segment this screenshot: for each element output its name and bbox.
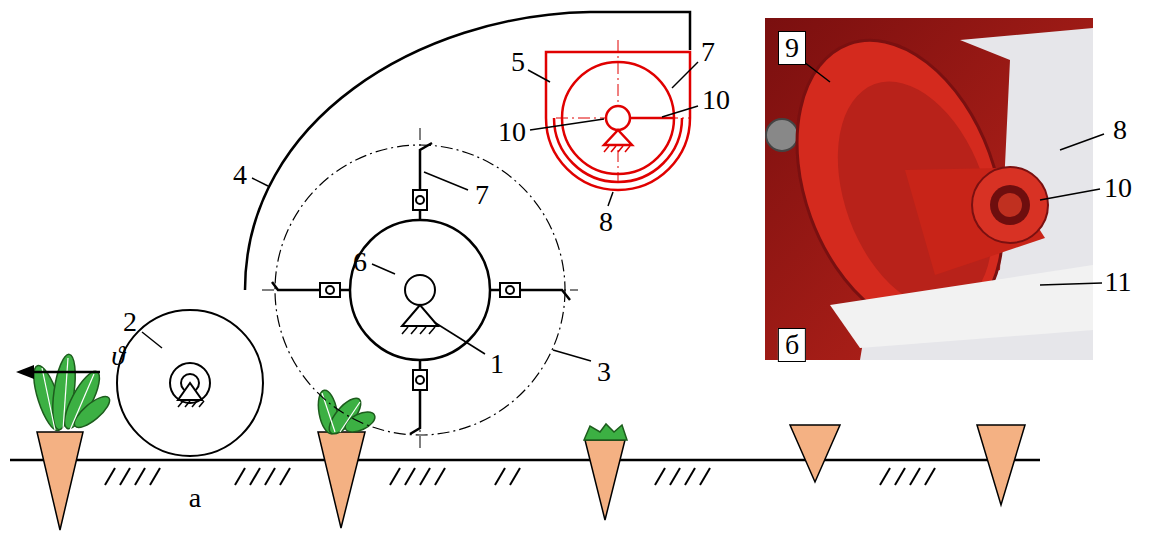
ground bbox=[10, 460, 1040, 485]
callout-number: 5 bbox=[511, 48, 525, 76]
velocity-arrow bbox=[16, 365, 100, 379]
callout-number: 3 bbox=[597, 358, 611, 386]
callout-number: 2 bbox=[123, 308, 137, 336]
callout-number: 4 bbox=[233, 161, 247, 189]
callout-number: 10 bbox=[702, 86, 730, 114]
callout-number: 8 bbox=[599, 208, 613, 236]
callout-number: 10 bbox=[498, 118, 526, 146]
auger-photo bbox=[759, 12, 1093, 360]
callout-number: 10 bbox=[1104, 174, 1132, 202]
callout-number: 7 bbox=[701, 38, 715, 66]
callout-number: 9 bbox=[778, 31, 806, 65]
copying-wheel bbox=[117, 310, 263, 456]
callout-number: 7 bbox=[475, 181, 489, 209]
callout-number: 6 bbox=[353, 248, 367, 276]
leader-lines bbox=[142, 62, 1104, 361]
panel-letter: б bbox=[778, 328, 806, 362]
velocity-symbol: ϑ bbox=[111, 342, 125, 370]
callout-number: 8 bbox=[1113, 116, 1127, 144]
callout-number: 1 bbox=[490, 350, 504, 378]
topping-rotor bbox=[262, 128, 578, 448]
panel-letter: а bbox=[189, 484, 201, 512]
callout-number: 11 bbox=[1105, 268, 1132, 296]
